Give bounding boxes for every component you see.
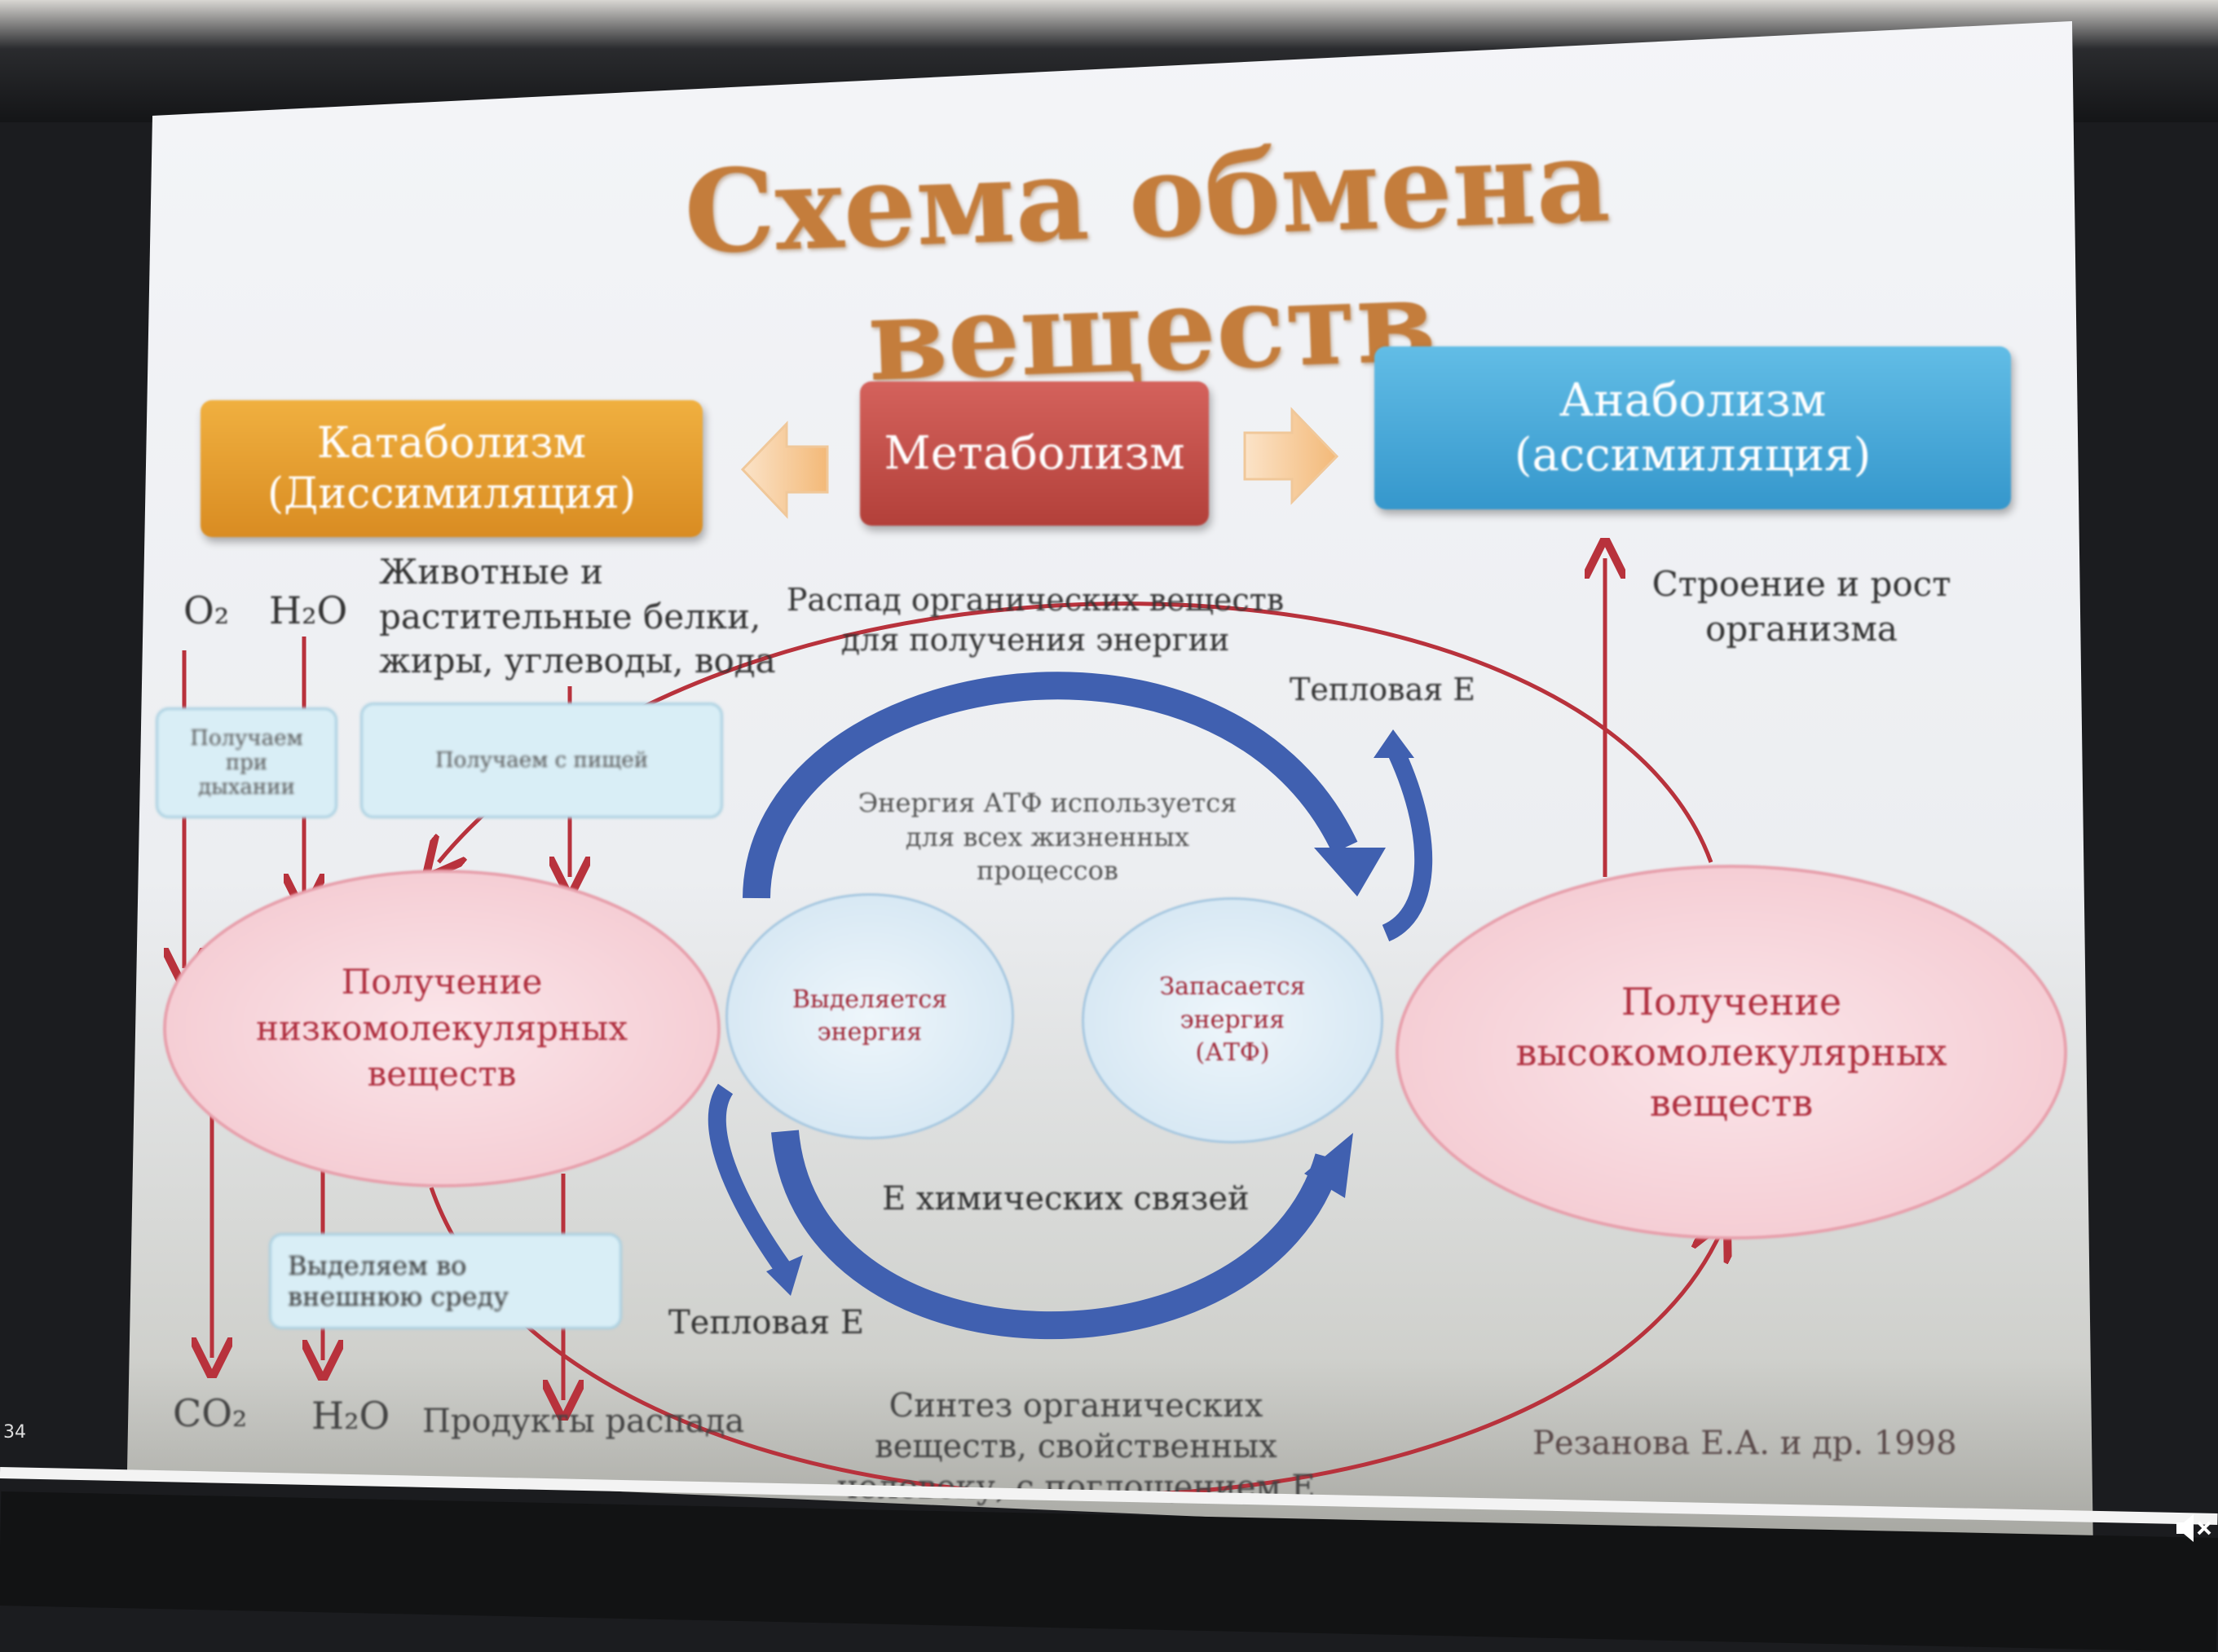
left-block-arrow [740, 421, 829, 519]
low-molecular-line: веществ [367, 1054, 517, 1095]
food-intake-box: Получаем с пищей [360, 703, 723, 818]
anabolism-sublabel: (ассимиляция) [1514, 429, 1872, 482]
breath-line: при [225, 751, 268, 775]
atp-line: Энергия АТФ используется [858, 787, 1237, 818]
heat-top-label: Тепловая Е [1290, 672, 1476, 707]
speaker-muted-icon[interactable] [2172, 1508, 2213, 1548]
energy-stored-circle: Запасается энергия (АТФ) [1082, 897, 1383, 1143]
low-molecular-line: низкомолекулярных [255, 1007, 628, 1048]
high-molecular-line: высокомолекулярных [1515, 1029, 1947, 1074]
excrete-line: внешнюю среду [288, 1281, 509, 1312]
citation: Резанова Е.А. и др. 1998 [1532, 1425, 1957, 1462]
growth-label: Строение и рост организма [1598, 562, 2005, 651]
energy-stored-line: энергия [1180, 1005, 1285, 1034]
high-molecular-line: веществ [1649, 1081, 1814, 1126]
synthesis-line: веществ, свойственных [875, 1428, 1277, 1465]
breath-line: Получаем [190, 726, 303, 751]
decay-line: для получения энергии [840, 622, 1230, 659]
excrete-line: Выделяем во [288, 1250, 467, 1281]
h2o-output-label: H₂O [311, 1394, 390, 1438]
diagram-arrows [0, 407, 2218, 1498]
presentation-slide: Схема обмена веществ Катаболизм(Диссимил… [0, 21, 2218, 1555]
chemical-bond-arc-arrow [771, 1130, 1343, 1340]
catabolism-sublabel: (Диссимиляция) [267, 469, 637, 518]
energy-stored-line: (АТФ) [1195, 1038, 1270, 1068]
low-molecular-line: Получение [341, 961, 543, 1002]
food-line: жиры, углеводы, вода [379, 641, 776, 681]
growth-line: организма [1705, 608, 1898, 649]
atp-usage-label: Энергия АТФ используется для всех жизнен… [823, 786, 1272, 888]
metabolism-box: Метаболизм [860, 381, 1209, 526]
food-line: Животные и [379, 552, 603, 592]
decay-products-label: Продукты распада [422, 1403, 745, 1440]
atp-line: для всех жизненных [905, 821, 1190, 852]
energy-released-circle: Выделяется энергия [725, 893, 1014, 1139]
heat-bottom-arrow [708, 1083, 790, 1273]
chemical-bonds-label: Е химических связей [882, 1180, 1250, 1218]
decay-label: Распад органических веществ для получени… [758, 580, 1312, 661]
energy-stored-line: Запасается [1159, 972, 1306, 1002]
heat-top-arrow [1382, 742, 1433, 942]
low-molecular-ellipse: Получение низкомолекулярных веществ [163, 870, 721, 1187]
slide-counter: 34 [3, 1422, 26, 1443]
atp-top-arc-arrow [743, 672, 1358, 899]
h2o-input-label: H₂O [269, 588, 348, 632]
food-line: растительные белки, [379, 596, 761, 637]
catabolism-label: Катаболизм [316, 418, 587, 468]
catabolism-box: Катаболизм(Диссимиляция) [201, 400, 703, 537]
heat-bottom-label: Тепловая Е [668, 1304, 865, 1341]
energy-released-line: энергия [817, 1018, 923, 1046]
synthesis-line: Синтез органических [889, 1387, 1263, 1425]
growth-line: Строение и рост [1651, 564, 1951, 604]
food-label: Животные и растительные белки, жиры, угл… [379, 550, 776, 684]
co2-output-label: CO₂ [173, 1391, 248, 1435]
energy-released-line: Выделяется [792, 985, 948, 1014]
decay-line: Распад органических веществ [786, 582, 1285, 618]
right-block-arrow [1243, 407, 1339, 505]
anabolism-label: Анаболизм [1559, 373, 1827, 427]
high-molecular-ellipse: Получение высокомолекулярных веществ [1396, 865, 2067, 1240]
anabolism-box: Анаболизм(ассимиляция) [1374, 346, 2011, 509]
atp-line: процессов [977, 855, 1118, 887]
breath-line: дыхании [198, 775, 295, 800]
high-molecular-line: Получение [1621, 979, 1842, 1024]
o2-label: O₂ [183, 588, 230, 632]
